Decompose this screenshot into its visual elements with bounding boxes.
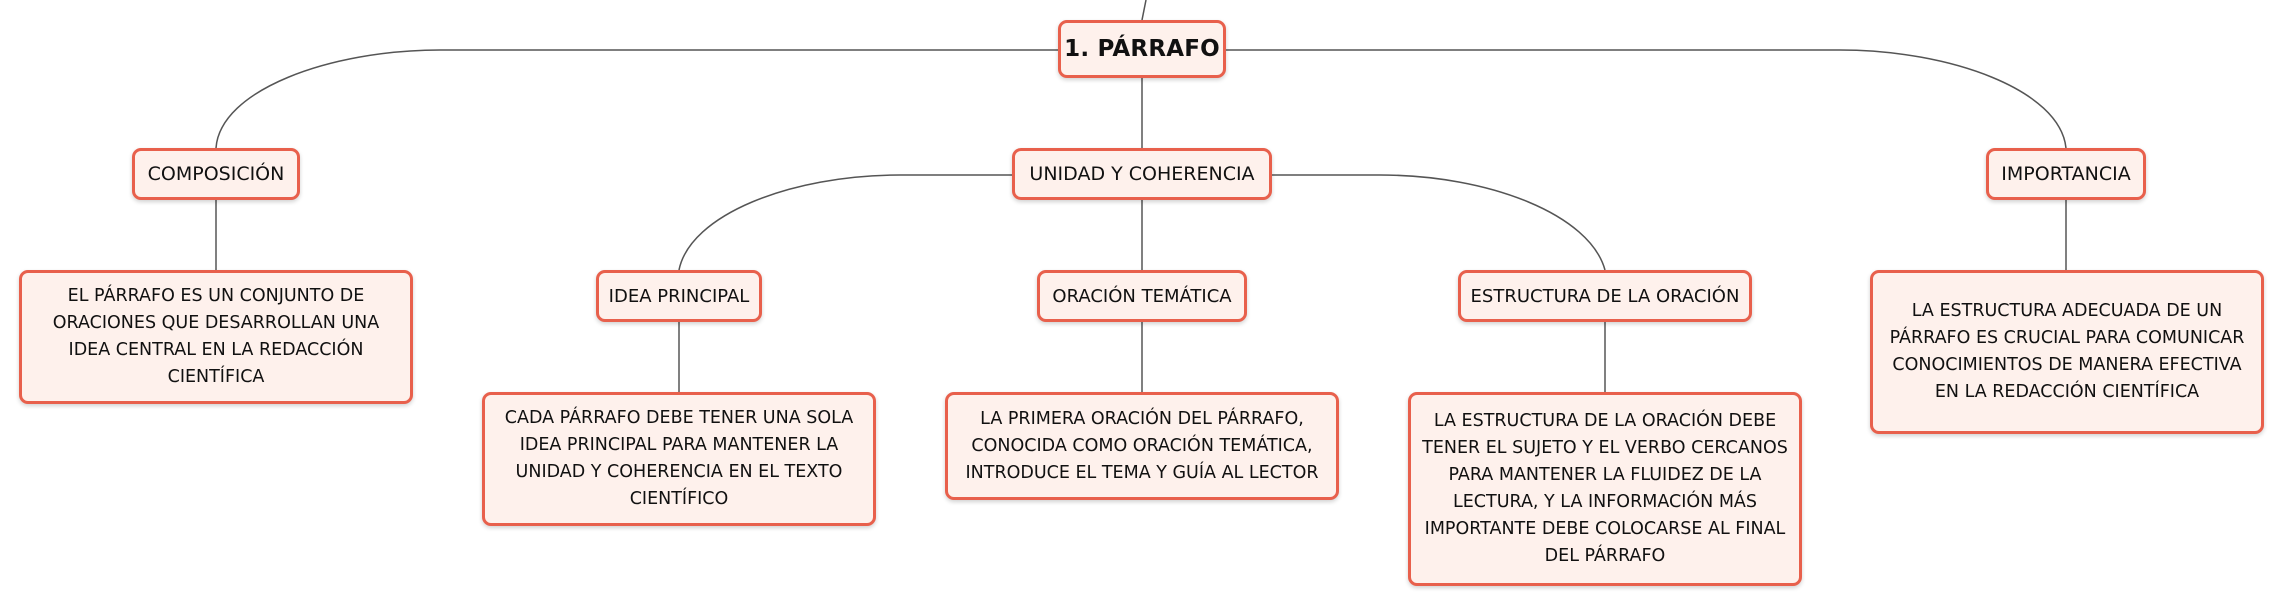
desc-oracion-tematica[interactable]: LA PRIMERA ORACIÓN DEL PÁRRAFO, CONOCIDA… [945, 392, 1339, 500]
connector-root-composicion [215, 49, 1058, 149]
root-node[interactable]: 1. PÁRRAFO [1058, 20, 1226, 78]
subtopic-estructura-oracion[interactable]: ESTRUCTURA DE LA ORACIÓN [1458, 270, 1752, 322]
subtopic-estructura-label: ESTRUCTURA DE LA ORACIÓN [1470, 285, 1740, 307]
desc-idea-principal[interactable]: CADA PÁRRAFO DEBE TENER UNA SOLA IDEA PR… [482, 392, 876, 526]
subtopic-idea-label: IDEA PRINCIPAL [608, 285, 750, 307]
desc-idea-text: CADA PÁRRAFO DEBE TENER UNA SOLA IDEA PR… [504, 408, 854, 509]
subtopic-idea-principal[interactable]: IDEA PRINCIPAL [596, 270, 762, 322]
subtopic-oracion-label: ORACIÓN TEMÁTICA [1052, 285, 1232, 307]
root-label: 1. PÁRRAFO [1064, 36, 1220, 62]
desc-composicion[interactable]: EL PÁRRAFO ES UN CONJUNTO DE ORACIONES Q… [19, 270, 413, 404]
topic-importancia-label: IMPORTANCIA [2001, 163, 2131, 185]
connector-root-importancia [1226, 49, 2067, 149]
desc-importancia-text: LA ESTRUCTURA ADECUADA DE UN PÁRRAFO ES … [1889, 301, 2245, 402]
topic-unidad-label: UNIDAD Y COHERENCIA [1029, 163, 1255, 185]
desc-importancia[interactable]: LA ESTRUCTURA ADECUADA DE UN PÁRRAFO ES … [1870, 270, 2264, 434]
topic-unidad-coherencia[interactable]: UNIDAD Y COHERENCIA [1012, 148, 1272, 200]
connector-root-parent [1141, 0, 1147, 21]
desc-estructura-text: LA ESTRUCTURA DE LA ORACIÓN DEBE TENER E… [1422, 411, 1788, 566]
connector-unidad-estructura [1272, 174, 1606, 271]
topic-importancia[interactable]: IMPORTANCIA [1986, 148, 2146, 200]
desc-estructura-oracion[interactable]: LA ESTRUCTURA DE LA ORACIÓN DEBE TENER E… [1408, 392, 1802, 586]
desc-oracion-text: LA PRIMERA ORACIÓN DEL PÁRRAFO, CONOCIDA… [965, 408, 1319, 483]
subtopic-oracion-tematica[interactable]: ORACIÓN TEMÁTICA [1037, 270, 1247, 322]
desc-composicion-text: EL PÁRRAFO ES UN CONJUNTO DE ORACIONES Q… [52, 286, 380, 387]
topic-composicion-label: COMPOSICIÓN [147, 163, 285, 185]
connector-unidad-idea [678, 174, 1012, 271]
topic-composicion[interactable]: COMPOSICIÓN [132, 148, 300, 200]
